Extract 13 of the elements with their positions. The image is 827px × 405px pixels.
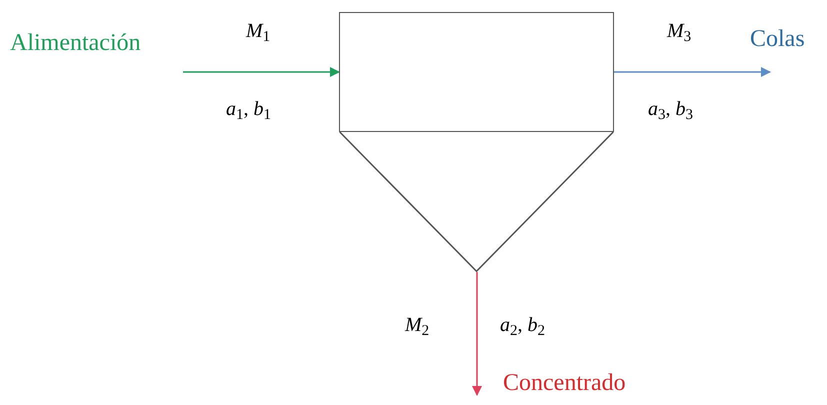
- arrow: [614, 67, 771, 77]
- variable-label: a$_{2}$, b$_{2}$: [500, 313, 545, 338]
- variable-label: M$_{1}$: [246, 19, 270, 44]
- arrow: [472, 272, 482, 396]
- stream-name: Colas: [750, 22, 826, 56]
- tank-box: [339, 12, 614, 132]
- variable-label: a$_{3}$, b$_{3}$: [648, 97, 693, 122]
- arrow: [183, 67, 340, 77]
- stream-name: Concentrado: [503, 366, 673, 402]
- stream-name: Alimentación: [10, 26, 188, 62]
- variable-label: M$_{3}$: [667, 19, 692, 44]
- variable-label: a$_{1}$, b$_{1}$: [226, 97, 271, 122]
- variable-label: M$_{2}$: [405, 313, 430, 338]
